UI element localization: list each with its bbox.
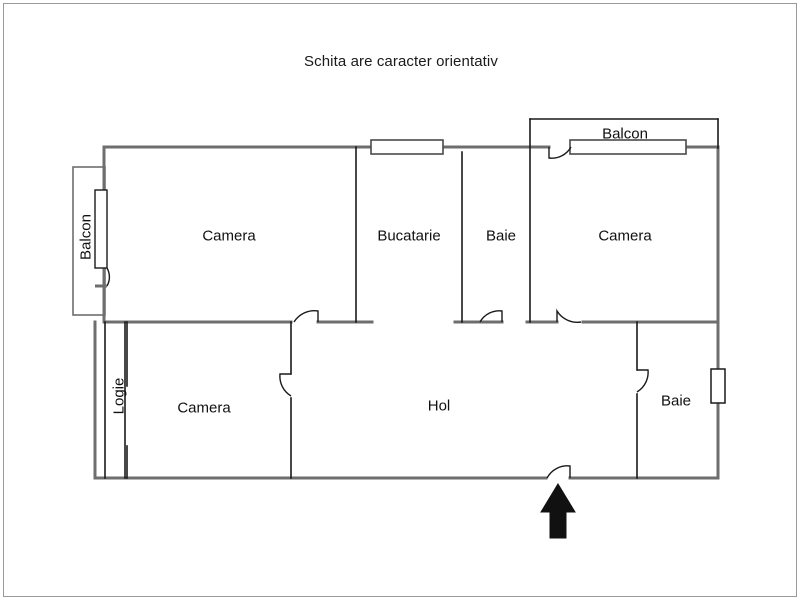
bucatarie-top-window (370, 139, 444, 155)
entrance-door (546, 465, 571, 479)
room-label-camera-top-right: Camera (598, 227, 652, 245)
balcon-right-window-frame (569, 139, 687, 155)
balcon-left-window (94, 189, 108, 269)
balcon-left-door (106, 267, 111, 287)
baie-bottom-door (636, 369, 649, 393)
camera-bottom-left-door (279, 373, 292, 397)
room-label-camera-bottom-left: Camera (177, 399, 231, 417)
camera-top-left-door (293, 310, 319, 323)
door-swings (279, 146, 649, 479)
room-label-balcon-right: Balcon (602, 125, 648, 143)
room-label-logie: Logie (110, 377, 128, 415)
room-label-baie-bottom: Baie (660, 392, 692, 410)
baie-right-window-frame (710, 368, 726, 404)
balcon-right-window (569, 139, 687, 155)
room-label-hol: Hol (427, 397, 451, 415)
baie-right-window (710, 368, 726, 404)
camera-top-right-door (556, 308, 582, 323)
main-walls (93, 145, 720, 480)
room-label-balcon-left: Balcon (77, 214, 95, 260)
baie-top-door (479, 310, 503, 323)
room-label-bucatarie: Bucatarie (377, 227, 441, 245)
page-title: Schita are caracter orientativ (304, 53, 498, 70)
balcon-right-door (548, 146, 572, 159)
bucatarie-window-frame (370, 139, 444, 155)
image-frame (3, 3, 797, 597)
room-label-baie-top: Baie (485, 227, 517, 245)
balcon-left-window-frame (94, 189, 108, 269)
interior-partitions (104, 118, 719, 479)
room-label-camera-top-left: Camera (202, 227, 256, 245)
entrance-arrow-icon (540, 483, 576, 539)
